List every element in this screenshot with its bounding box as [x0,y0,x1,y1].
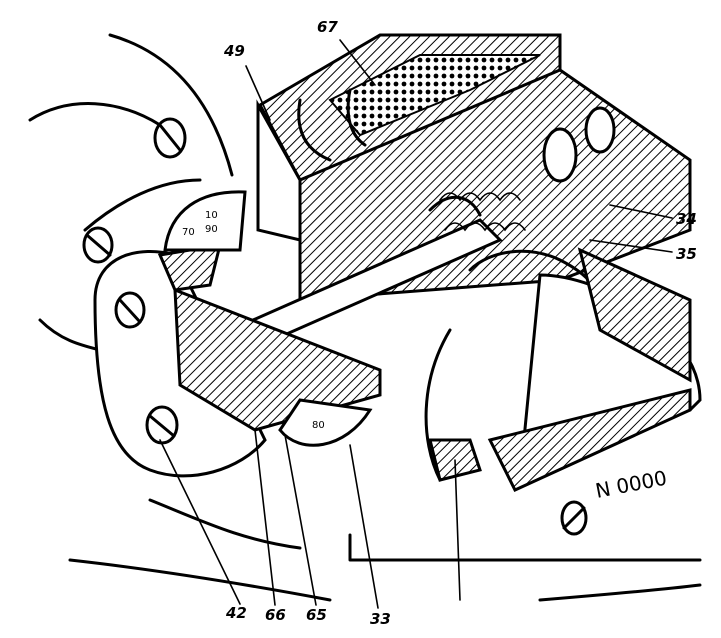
housing-outline [28,33,702,602]
dial-mark: 10 [205,210,218,221]
label-34: 34 [676,210,697,228]
label-33: 33 [370,610,391,628]
lower-dial: 80 [278,398,373,447]
label-67: 67 [317,18,338,36]
dial-mark: 70 [182,227,195,238]
label-42: 42 [225,604,247,622]
leader-lines [159,39,673,609]
end-cover [93,243,382,478]
label-65: 65 [306,606,327,624]
serial-number: N 0000 [593,466,668,503]
upper-dial: 10 90 70 [163,190,247,252]
label-66: 66 [265,606,286,624]
housing-screws [82,117,588,536]
label-49: 49 [223,42,245,60]
dial-mark: 90 [205,224,218,235]
dial-mark: 80 [312,420,325,431]
label-35: 35 [676,245,697,263]
part-labels: 67 49 34 35 42 66 65 33 [223,18,697,628]
